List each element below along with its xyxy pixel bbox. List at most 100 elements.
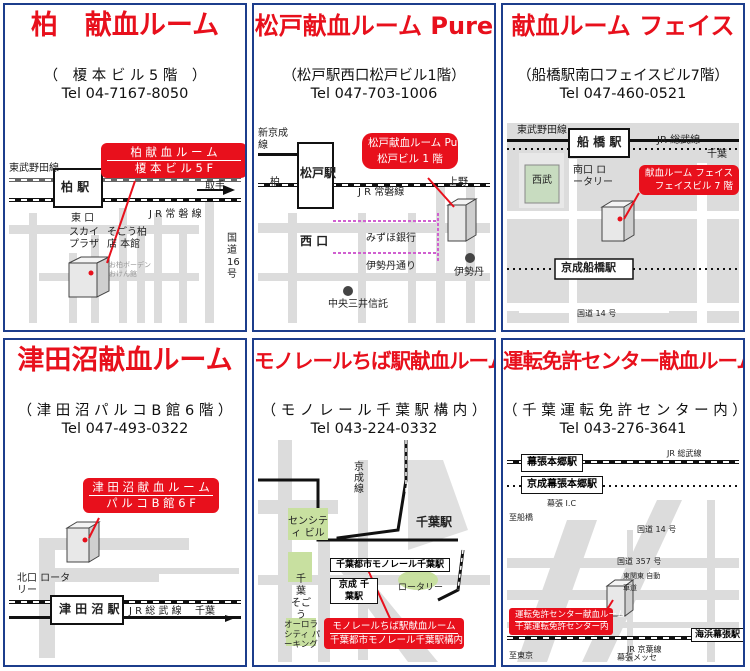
card-address: （ 榎 本 ビ ル 5 階 ） — [43, 68, 207, 84]
card-address: （ 千 葉 運 転 免 許 セ ン タ ー 内 ） — [503, 403, 745, 419]
card-title: 献血ルーム フェイス — [511, 12, 735, 40]
direction-label-chiba: 千葉 — [707, 149, 727, 160]
card-tel: Tel 047-703-1006 — [310, 86, 438, 102]
card-tsudanuma: 津田沼献血ルーム （ 津 田 沼 パ ル コ B 館 6 階 ） Tel 047… — [3, 338, 247, 667]
room-callout: 献血ルーム フェイス フェイスビル 7 階 — [639, 165, 739, 195]
room-callout: モノレールちば駅献血ルーム 千葉都市モノレール千葉駅構内 — [324, 618, 464, 649]
card-title: モノレールちば駅献血ルーム — [254, 349, 496, 373]
route-map: 柏 駅 東武野田線 取手 東 口 J R 常 磐 線 スカイ プラザ そごう柏店… — [9, 123, 245, 323]
building-label-sencity: センシティ ビル — [288, 516, 328, 539]
station-label-makuharihongo: 幕張本郷駅 — [521, 454, 583, 472]
callout-line: パ ル コ B 館 6 F — [89, 495, 213, 511]
line-label-tobu: 東武野田線 — [517, 125, 567, 136]
callout-line: 榎 本 ビ ル 5 F — [107, 160, 241, 176]
building-label-aurora: オーロラ シティ パーキング — [284, 620, 321, 650]
line-label-jr: J R 総 武 線 — [129, 606, 182, 617]
map-drawing — [9, 168, 241, 323]
callout-line: 松戸献血ルーム Pure — [368, 137, 468, 149]
card-tel: Tel 043-276-3641 — [559, 421, 687, 437]
line-label-keisei: 京 成 線 — [354, 462, 364, 495]
callout-line: フェイスビル 7 階 — [654, 181, 733, 192]
station-label: 柏 駅 — [61, 180, 90, 194]
map-drawing — [507, 123, 739, 323]
card-license-center: 運転免許センター献血ルーム （ 千 葉 運 転 免 許 セ ン タ ー 内 ） … — [501, 338, 745, 667]
card-address: （ 津 田 沼 パ ル コ B 館 6 階 ） — [17, 403, 233, 419]
station-label: 津 田 沼 駅 — [59, 602, 120, 616]
route-map: 幕張本郷駅 京成幕張本郷駅 海浜幕張駅 JR 総武線 幕張 I.C 至船橋 国道… — [507, 440, 743, 662]
direction-label-tokyo: 至東京 — [509, 651, 533, 660]
line-label-shinkeisei: 新京成線 — [258, 128, 288, 151]
direction-label-toride: 取手 — [205, 181, 225, 192]
building-label-mizuho: みずほ銀行 — [366, 233, 416, 244]
area-label-rotary: 南口 ロータリー — [573, 165, 613, 188]
building-label-boden: お柏ボーデン おけん館 — [109, 261, 151, 278]
room-callout: 津 田 沼 献 血 ル ー ム パ ル コ B 館 6 F — [83, 478, 219, 513]
card-title: 松戸献血ルーム Pure — [254, 12, 494, 40]
route-map: 新京成線 松戸駅 柏 上野 J R 常磐線 西 口 みずほ銀行 伊勢丹通り 伊勢… — [258, 123, 490, 323]
route-map: 東武野田線 船 橋 駅 JR 総武線 千葉 西武 南口 ロータリー 京成船橋駅 … — [507, 123, 739, 323]
callout-line: 松戸ビル 1 階 — [377, 153, 443, 165]
road-label-14: 国道 14 号 — [637, 525, 677, 534]
card-address: （松戸駅西口松戸ビル1階） — [282, 68, 466, 84]
line-label-tobu: 東武野田線 — [9, 163, 59, 174]
card-title: 柏 献血ルーム — [30, 10, 220, 41]
line-label-jr: JR 総武線 — [657, 135, 701, 146]
callout-line: 津 田 沼 献 血 ル ー ム — [92, 480, 210, 494]
card-address: （船橋駅南口フェイスビル7階） — [517, 68, 729, 84]
interchange-label: 幕張 I.C — [547, 499, 577, 508]
direction-label-funabashi: 至船橋 — [509, 513, 533, 522]
building-label-mitsui: 中央三井信託 — [328, 299, 388, 310]
station-label-monorail: 千葉都市モノレール千葉駅 — [330, 558, 451, 572]
route-map: 北口 ロータリー 津 田 沼 駅 J R 総 武 線 千葉 津 田 沼 献 血 … — [9, 458, 241, 658]
area-label-rotary: ロータリー — [398, 583, 444, 593]
card-tel: Tel 047-460-0521 — [559, 86, 687, 102]
room-callout: 柏 献 血 ル ー ム 榎 本 ビ ル 5 F — [101, 143, 245, 178]
callout-line: 柏 献 血 ル ー ム — [130, 145, 218, 159]
card-address: （ モ ノ レ ー ル 千 葉 駅 構 内 ） — [261, 403, 487, 419]
direction-label-kashiwa: 柏 — [270, 177, 280, 188]
card-title: 運転免許センター献血ルーム — [503, 349, 745, 373]
road-label-16: 国道 16 号 — [227, 233, 240, 280]
line-label-jr-keiyo: JR 京葉線 — [627, 645, 662, 654]
building-label-seibu: 西武 — [532, 175, 552, 186]
card-matsudo: 松戸献血ルーム Pure （松戸駅西口松戸ビル1階） Tel 047-703-1… — [252, 3, 496, 332]
building-label-sogo: 千 葉 そごう — [291, 574, 311, 621]
line-label-jr: J R 常磐線 — [358, 187, 405, 198]
map-drawing — [258, 142, 490, 323]
line-label-jr: J R 常 磐 線 — [149, 209, 202, 220]
road-label-14: 国道 14 号 — [577, 309, 617, 318]
card-monorail-chiba: モノレールちば駅献血ルーム （ モ ノ レ ー ル 千 葉 駅 構 内 ） Te… — [252, 338, 496, 667]
card-funabashi: 献血ルーム フェイス （船橋駅南口フェイスビル7階） Tel 047-460-0… — [501, 3, 745, 332]
callout-line: 運転免許センター献血ルーム — [515, 610, 626, 620]
card-title: 津田沼献血ルーム — [17, 345, 233, 376]
station-label-keisei: 京成 千葉駅 — [330, 578, 378, 604]
route-map: 京 成 線 千葉駅 センシティ ビル 千葉都市モノレール千葉駅 京成 千葉駅 ロ… — [258, 440, 490, 662]
card-tel: Tel 047-493-0322 — [61, 421, 189, 437]
card-kashiwa: 柏 献血ルーム （ 榎 本 ビ ル 5 階 ） Tel 04-7167-8050 — [3, 3, 247, 332]
callout-line: 献血ルーム フェイス — [645, 168, 733, 179]
road-label-expressway: 東関東 自動車道 — [623, 572, 661, 592]
station-label-keisei: 京成船橋駅 — [561, 261, 616, 274]
callout-line: モノレールちば駅献血ルーム — [332, 621, 456, 632]
station-label-keisei-makuharihongo: 京成幕張本郷駅 — [521, 476, 603, 494]
area-label-rotary: 北口 ロータリー — [17, 573, 71, 596]
card-tel: Tel 04-7167-8050 — [61, 86, 189, 102]
callout-line: 千葉都市モノレール千葉駅構内 — [330, 633, 464, 646]
station-label: 松戸駅 — [300, 166, 337, 180]
exit-label: 東 口 — [71, 213, 95, 224]
station-label: 船 橋 駅 — [577, 135, 622, 149]
direction-label-chiba: 千葉 — [195, 606, 215, 617]
card-tel: Tel 043-224-0332 — [310, 421, 438, 437]
room-callout: 松戸献血ルーム Pure 松戸ビル 1 階 — [362, 133, 468, 169]
station-label: 千葉駅 — [416, 515, 453, 529]
road-label-357: 国道 357 号 — [617, 557, 662, 566]
street-label-isetan: 伊勢丹通り — [366, 261, 416, 272]
station-label-kaihinmakuhari: 海浜幕張駅 — [691, 628, 743, 642]
building-label-messe: 幕張メッセ — [617, 653, 657, 662]
building-label-sky: スカイ プラザ — [69, 227, 99, 250]
exit-label: 西 口 — [300, 234, 329, 248]
building-label-sogo: そごう柏店 本館 — [107, 227, 147, 250]
callout-line: 千葉運転免許センター内 — [515, 621, 609, 632]
building-label-isetan: 伊勢丹 — [454, 267, 484, 278]
room-callout: 運転免許センター献血ルーム 千葉運転免許センター内 — [509, 608, 626, 635]
